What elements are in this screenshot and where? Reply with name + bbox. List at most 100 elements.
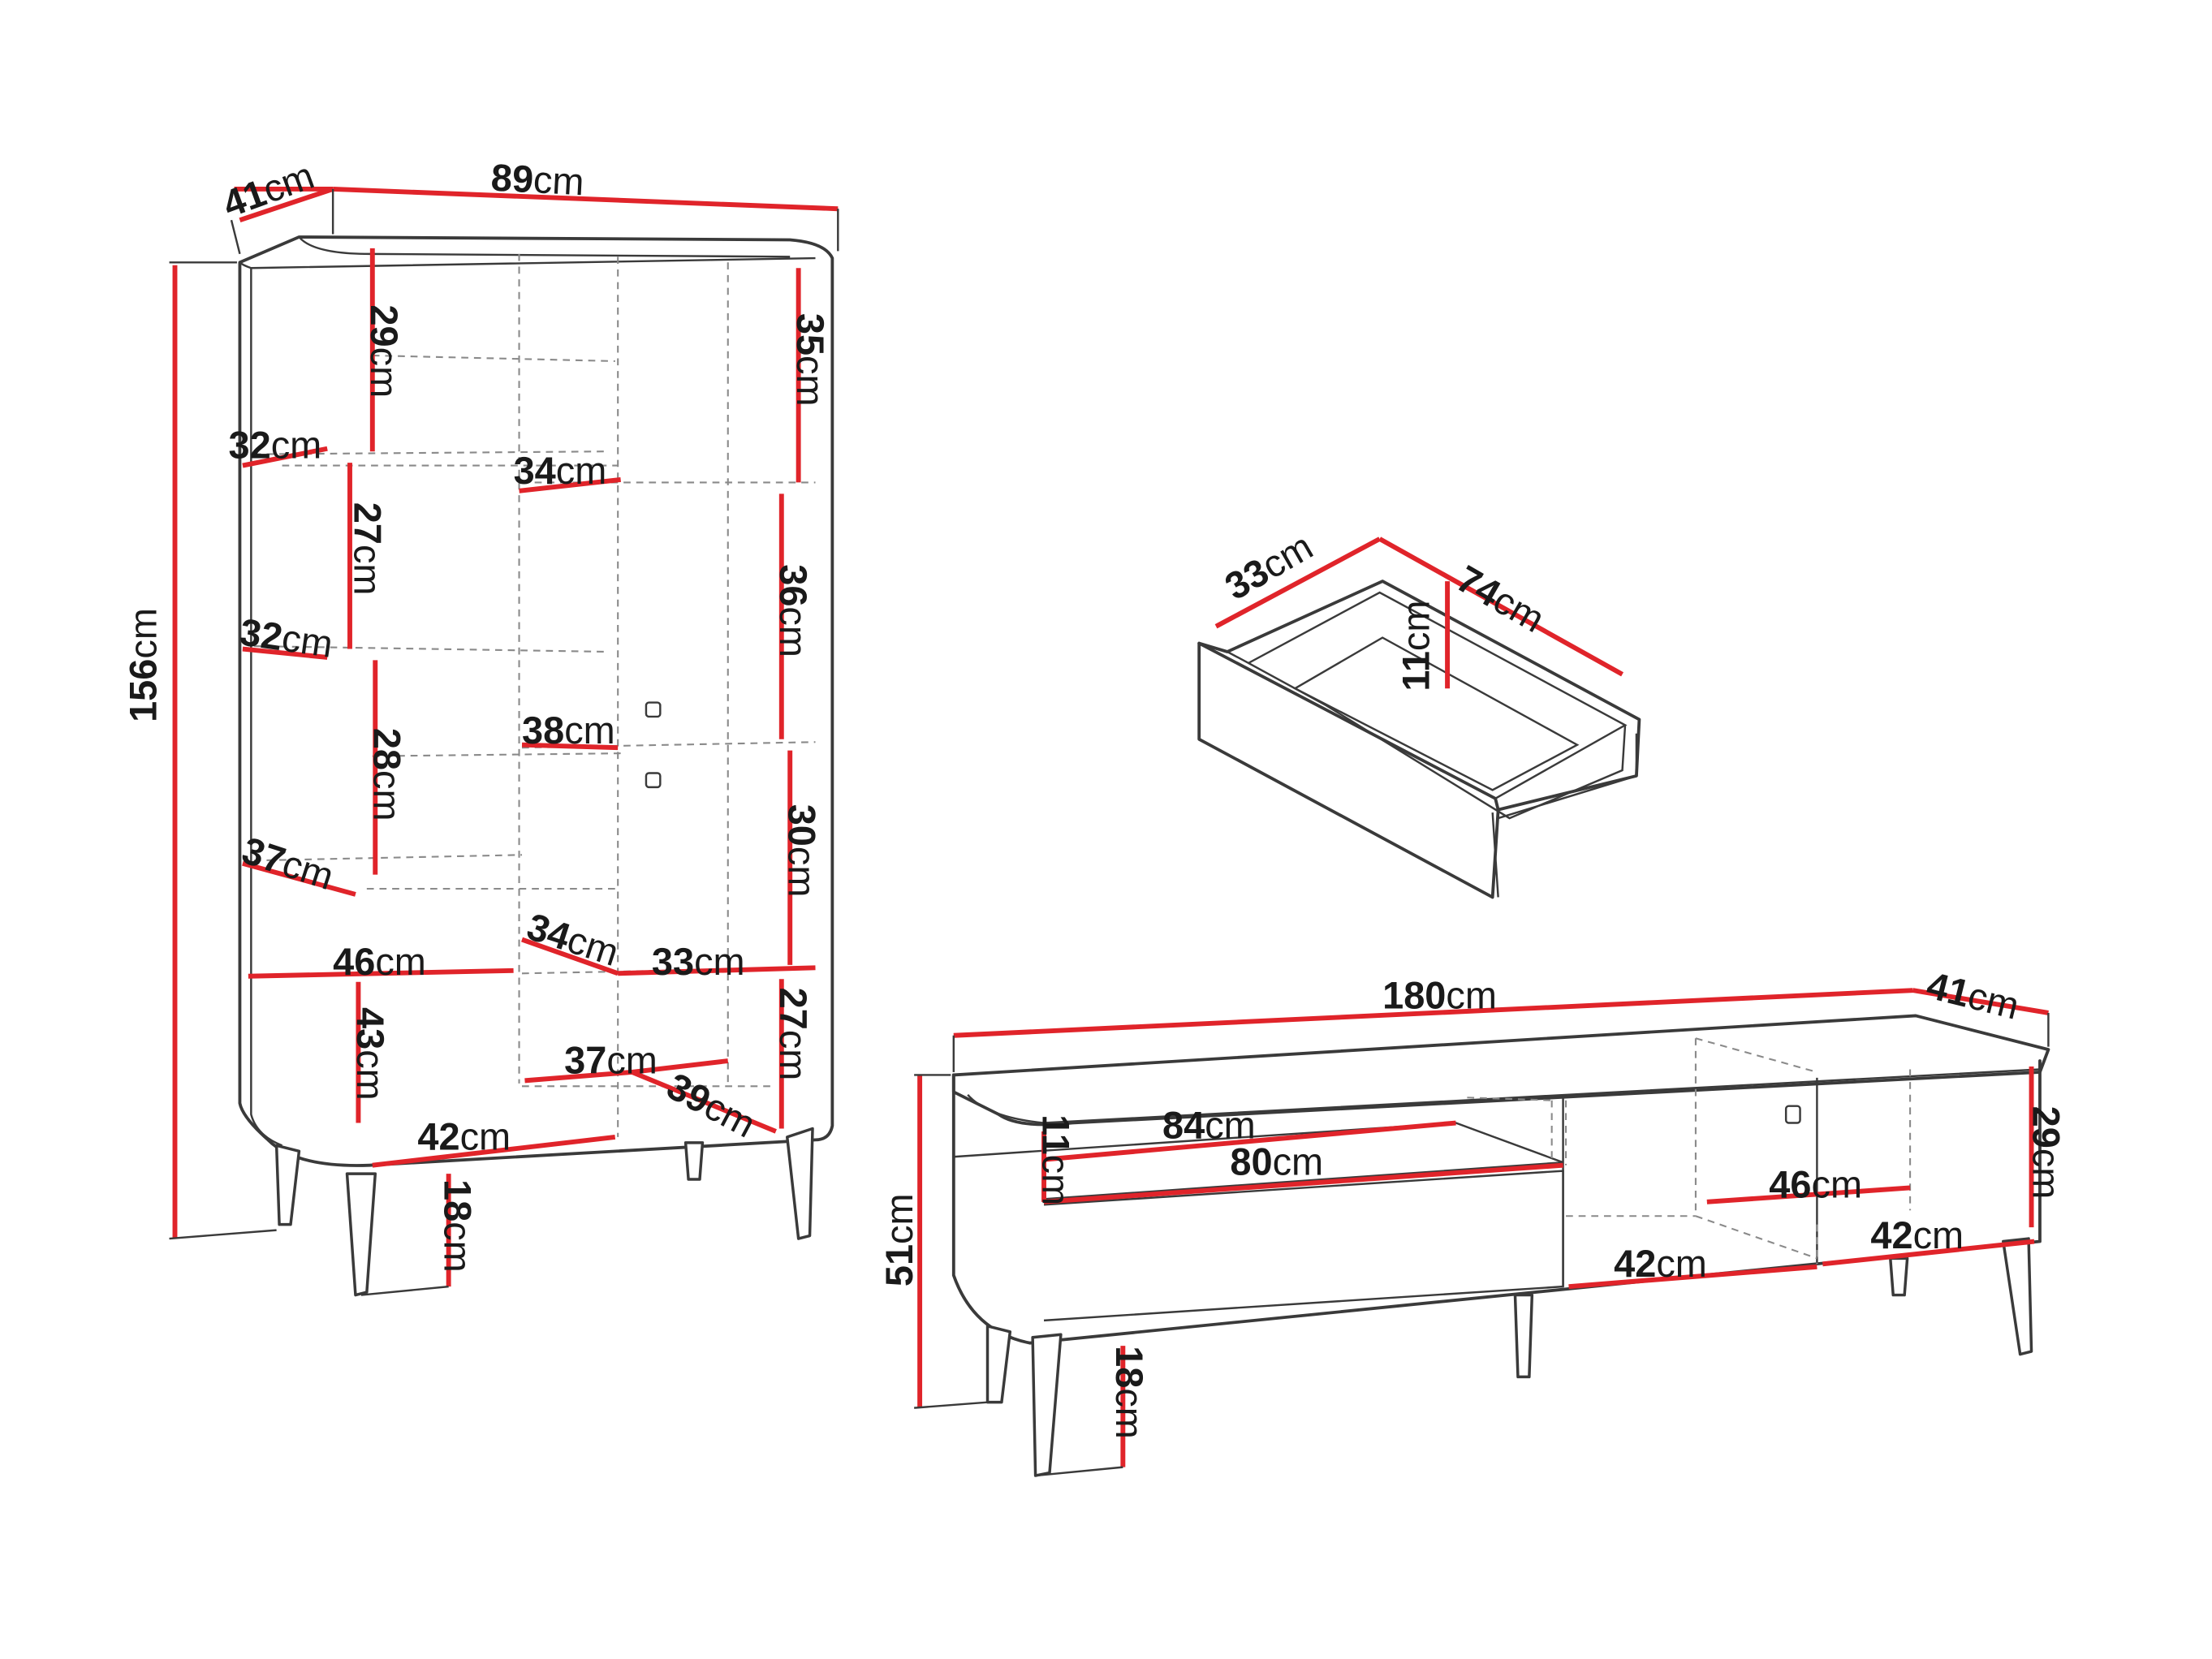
- dimension-unit: cm: [533, 159, 585, 204]
- drawer-dimension-lines: [1214, 536, 1624, 689]
- dimension-value: 42: [417, 1116, 459, 1158]
- dimension-label-cab-w42: 42cm: [417, 1116, 511, 1158]
- dimension-label-cab-h27a: 27cm: [346, 502, 388, 596]
- drawer-floor: [1292, 636, 1580, 791]
- dimension-unit: cm: [460, 1116, 511, 1158]
- dimension-value: 11: [1034, 1114, 1076, 1155]
- dimension-value: 32: [237, 611, 285, 659]
- dimension-label-cab-w37: 37cm: [564, 1040, 658, 1082]
- dimension-unit: cm: [789, 356, 831, 407]
- dimension-unit: cm: [348, 1049, 390, 1101]
- dimension-label-cab-depth: 41cm: [218, 154, 320, 226]
- dimension-label-cab-h29: 29cm: [363, 304, 405, 398]
- dimension-unit: cm: [1656, 1243, 1707, 1285]
- tall-cabinet: [169, 186, 839, 1297]
- dimension-unit: cm: [1395, 601, 1438, 652]
- tv-leg-back-right: [1889, 1256, 1909, 1297]
- dimension-label-cab-d32b: 32cm: [237, 611, 335, 666]
- dimension-value: 18: [1107, 1346, 1149, 1388]
- dimension-label-tv-w84: 84cm: [1162, 1105, 1256, 1147]
- dimension-unit: cm: [564, 709, 615, 752]
- dimension-label-cab-w33: 33cm: [652, 941, 745, 983]
- dimension-label-tv-width: 180cm: [1382, 975, 1497, 1017]
- tv-stand: [914, 988, 2050, 1477]
- cabinet-dimension-lines: [172, 186, 839, 1287]
- dimension-value: 28: [365, 728, 407, 770]
- cabinet-hidden-lines: [253, 253, 816, 1137]
- dimension-unit: cm: [1913, 1214, 1964, 1256]
- dimension-value: 29: [2024, 1106, 2067, 1148]
- dimension-value: 180: [1382, 975, 1446, 1017]
- dimension-label-cab-h35: 35cm: [789, 313, 831, 407]
- dimension-unit: cm: [123, 608, 165, 659]
- dimension-value: 18: [436, 1179, 478, 1222]
- dimension-unit: cm: [879, 1193, 921, 1244]
- dimension-label-cab-leg18: 18cm: [436, 1179, 478, 1273]
- dimension-value: 32: [229, 424, 271, 467]
- dimension-value: 46: [333, 941, 375, 983]
- dimension-unit: cm: [2024, 1148, 2067, 1200]
- dimension-label-tv-w46: 46cm: [1769, 1164, 1862, 1206]
- dimension-value: 35: [789, 313, 831, 356]
- tv-hidden-lines: [1467, 1037, 1912, 1265]
- dimension-unit: cm: [606, 1040, 658, 1082]
- dimension-label-cab-d32a: 32cm: [229, 424, 322, 467]
- tv-leg-middle: [1513, 1293, 1534, 1379]
- dimension-label-tv-w42b: 42cm: [1870, 1214, 1964, 1256]
- tv-leg-back-left: [985, 1325, 1012, 1404]
- cabinet-leg-back-right: [683, 1141, 705, 1181]
- tv-leg-front-left: [1031, 1333, 1063, 1477]
- dimension-value: 156: [123, 659, 165, 722]
- dimension-value: 80: [1230, 1141, 1272, 1183]
- dimension-label-cab-h27b: 27cm: [772, 988, 814, 1081]
- dimension-label-cab-h30: 30cm: [780, 804, 822, 898]
- dimension-label-cab-h28: 28cm: [365, 728, 407, 821]
- dimension-unit: cm: [694, 941, 745, 983]
- dimension-value: 42: [1614, 1243, 1656, 1285]
- dimension-value: 36: [772, 564, 814, 606]
- drawer: [1197, 536, 1641, 899]
- tv-top-front: [967, 1068, 2041, 1124]
- dimension-value: 27: [346, 502, 388, 545]
- dimension-unit: cm: [1811, 1164, 1862, 1206]
- dimension-unit: cm: [375, 941, 426, 983]
- dimension-unit: cm: [1205, 1105, 1256, 1147]
- dimension-unit: cm: [1107, 1388, 1149, 1439]
- dimension-label-cab-width: 89cm: [490, 157, 585, 204]
- dimension-unit: cm: [346, 545, 388, 596]
- drawer-box: [1197, 580, 1641, 812]
- dimension-value: 42: [1870, 1214, 1912, 1256]
- dimension-label-cab-w38: 38cm: [522, 709, 615, 752]
- dimension-label-tv-h29: 29cm: [2024, 1106, 2067, 1200]
- dimension-value: 37: [564, 1040, 606, 1082]
- dimension-value: 51: [879, 1244, 921, 1286]
- dimension-label-cab-h36: 36cm: [772, 564, 814, 657]
- dimension-unit: cm: [365, 770, 407, 821]
- dimension-label-cab-d39: 39cm: [660, 1065, 762, 1146]
- dimension-unit: cm: [780, 847, 822, 898]
- dimension-unit: cm: [436, 1222, 478, 1273]
- dimension-unit: cm: [1034, 1155, 1076, 1206]
- tv-extension-lines: [914, 1012, 2050, 1477]
- tv-dimension-lines: [917, 988, 2049, 1467]
- dimension-value: 46: [1769, 1164, 1811, 1206]
- drawer-front-edge: [1491, 812, 1499, 898]
- dimension-value: 33: [652, 941, 694, 983]
- dimension-value: 29: [363, 304, 405, 347]
- cabinet-top-front-edge: [239, 256, 816, 269]
- dimension-value: 30: [780, 804, 822, 847]
- dimension-label-cab-height: 156cm: [123, 608, 165, 722]
- dimension-value: 27: [772, 988, 814, 1030]
- cabinet-leg-front-right: [786, 1127, 814, 1240]
- dimension-unit: cm: [772, 1030, 814, 1081]
- dimension-value: 43: [348, 1007, 390, 1049]
- cabinet-leg-front-left: [345, 1172, 377, 1297]
- dimension-unit: cm: [363, 347, 405, 399]
- drawer-inner-rim: [1227, 591, 1628, 799]
- dimension-value: 11: [1395, 651, 1438, 692]
- dimension-value: 89: [490, 157, 535, 201]
- cabinet-top: [238, 235, 834, 1167]
- dimension-unit: cm: [1446, 975, 1497, 1017]
